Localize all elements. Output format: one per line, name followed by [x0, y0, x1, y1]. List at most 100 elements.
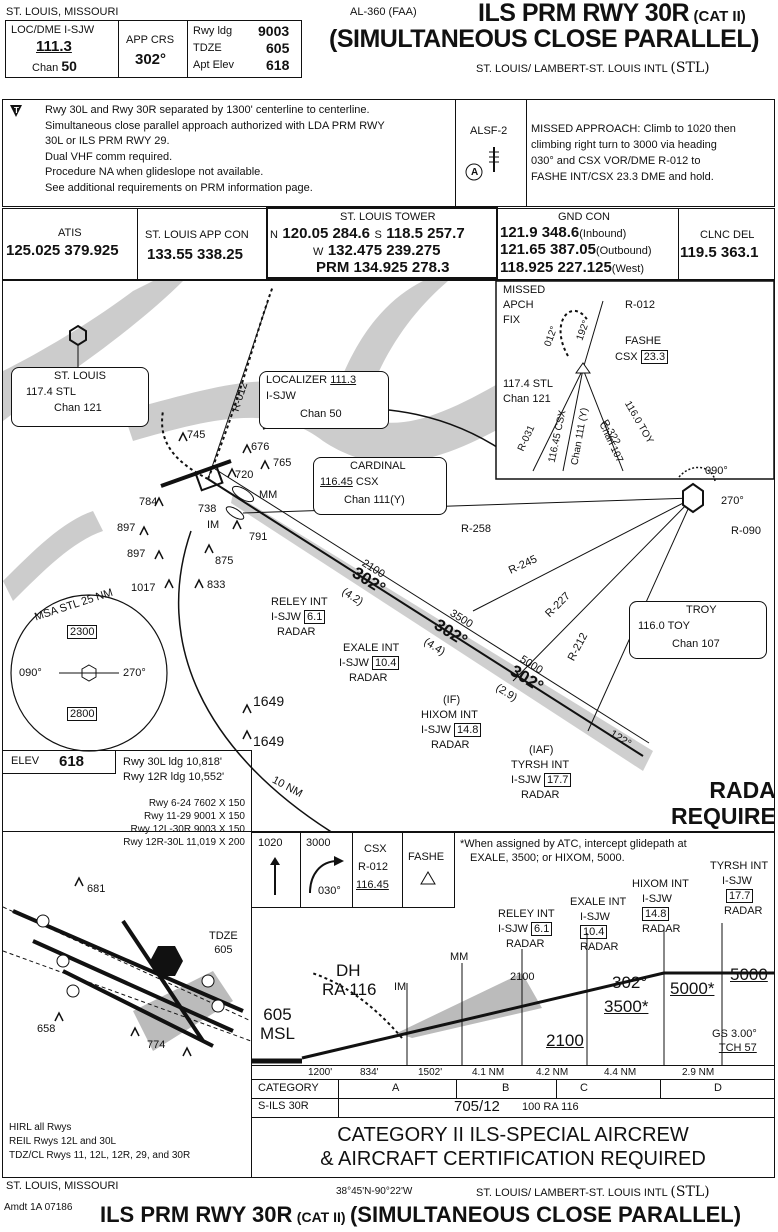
ma-icon-csx: CSX R-012 116.45 [352, 833, 403, 908]
obstacle: 875 [215, 555, 234, 567]
tdze-label: TDZE [193, 42, 222, 54]
profile-alt-2100: 2100 [510, 971, 535, 983]
obstacle: 897 [117, 522, 136, 534]
stl-name: ST. LOUIS [54, 370, 106, 382]
ma-line: FASHE INT/CSX 23.3 DME and hold. [531, 171, 714, 183]
localizer-box: LOCALIZER 111.3 I-SJW Chan 50 [259, 371, 389, 429]
troy-chan: Chan 107 [672, 638, 720, 650]
atis-cell: ATIS 125.025 379.925 [3, 209, 138, 279]
loc-chan: Chan 50 [32, 58, 77, 74]
tower-w-freq: 132.475 239.275 [327, 242, 441, 259]
mm-marker: MM [259, 489, 278, 501]
loc-box-chan: Chan 50 [300, 408, 342, 420]
stl-freq: 117.4 STL [26, 386, 76, 398]
note-line: 30L or ILS PRM RWY 29. [45, 135, 170, 147]
note-line: Rwy 30L and Rwy 30R separated by 1300' c… [45, 104, 370, 116]
tdze-value: 605 [266, 40, 290, 56]
profile-alt-5000a: 5000* [670, 979, 715, 998]
loc-box-id: I-SJW [266, 390, 296, 402]
app-con-freq: 133.55 338.25 [147, 246, 243, 263]
msa-2300: 2300 [67, 625, 98, 639]
obstacle: 765 [273, 457, 292, 469]
ma-line: climbing right turn to 3000 via heading [531, 139, 717, 151]
profile-reley: RELEY INT I-SJW 6.1 RADAR [498, 908, 555, 950]
header-location: ST. LOUIS, MISSOURI [6, 6, 119, 18]
im-marker: IM [207, 519, 220, 531]
approach-lights-icon [465, 147, 499, 181]
profile-gs: GS 3.00° TCH 57 [712, 1028, 757, 1054]
radial-r090: R-090 [731, 525, 761, 537]
atis-freq: 125.025 379.925 [6, 242, 119, 259]
cat-b: B [502, 1082, 510, 1094]
profile-mm: MM [450, 951, 469, 963]
profile-alt-3500: 3500* [604, 997, 649, 1016]
msa-090: 090° [19, 667, 42, 679]
arrow-up-icon [270, 857, 280, 895]
inset-r012: R-012 [625, 299, 655, 311]
tyrsh-fix: (IAF) TYRSH INT I-SJW 17.7 RADAR [511, 743, 572, 803]
radial-r258: R-258 [461, 523, 491, 535]
cardinal-name: CARDINAL [350, 460, 406, 472]
airport-name: LAMBERT-ST. LOUIS INTL [534, 63, 668, 75]
msa-2800: 2800 [67, 707, 98, 721]
profile-302: 302° [612, 973, 648, 992]
app-crs-box: APP CRS 302° [118, 20, 188, 78]
profile-tdz: 605 MSL [260, 1005, 295, 1043]
ma-icon-fashe: FASHE [402, 833, 455, 908]
obstacle: 833 [207, 579, 226, 591]
apt-elev-label: Apt Elev [193, 59, 234, 71]
obstacle: 897 [127, 548, 146, 560]
footer-coords: 38°45'N-90°22'W [336, 1186, 413, 1197]
header-airport: ST. LOUIS/ LAMBERT-ST. LOUIS INTL (STL) [476, 60, 710, 76]
clnc-freq: 119.5 363.1 [680, 244, 759, 261]
profile-tyrsh: TYRSH INT I-SJW 17.7 RADAR [710, 860, 769, 917]
clnc-label: CLNC DEL [700, 229, 755, 241]
tower-ns: N 120.05 284.6 S 118.5 257.7 [270, 225, 465, 242]
app-crs-label: APP CRS [126, 34, 175, 46]
app-con-cell: ST. LOUIS APP CON 133.55 338.25 [137, 209, 265, 279]
note-line: Simultaneous close parallel approach aut… [45, 119, 385, 132]
gnd-cell: GND CON 121.9 348.6(Inbound) 121.65 387.… [498, 209, 679, 279]
obstacle: 745 [187, 429, 206, 441]
app-crs-value: 302° [135, 51, 167, 68]
ma-icon-1020: 1020 [252, 833, 301, 908]
exale-fix: EXALE INT I-SJW 10.4 RADAR [339, 642, 400, 684]
note-line: Procedure NA when glideslope not availab… [45, 166, 264, 178]
ma-line: MISSED APPROACH: Climb to 1020 then [531, 123, 736, 135]
obstacle: 791 [249, 531, 268, 543]
cat-d: D [714, 1082, 722, 1094]
title-cat: (CAT II) [693, 8, 746, 25]
deg-270: 270° [721, 495, 744, 507]
tower-s-freq: 118.5 257.7 [386, 225, 465, 242]
inset-missed-apch-fix: MISSED APCH FIX [503, 284, 546, 326]
apt-obstacle: 658 [37, 1023, 56, 1035]
ldg-distances: Rwy 30L ldg 10,818' Rwy 12R ldg 10,552' [123, 756, 225, 783]
rwy-ldg-value: 9003 [258, 23, 290, 39]
obstacle: 1649 [253, 693, 285, 709]
procedure-id: AL-360 (FAA) [350, 6, 417, 18]
cat2-notice: CATEGORY II ILS-SPECIAL AIRCREW & AIRCRA… [320, 1124, 706, 1170]
alsf-symbol: A [471, 167, 479, 178]
minima-row: S-ILS 30R 705/12 100 RA 116 [252, 1097, 774, 1118]
loc-info-box: LOC/DME I-SJW 111.3 Chan 50 [5, 20, 119, 78]
note-line: Dual VHF comm required. [45, 150, 173, 163]
airport-diagram: ELEV 618 Rwy 30L ldg 10,818' Rwy 12R ldg… [2, 750, 252, 1178]
tower-n-freq: 120.05 284.6 [282, 225, 370, 242]
airport-code: (STL) [670, 60, 710, 76]
gnd-line1: 121.9 348.6(Inbound) [500, 224, 627, 241]
app-con-label: ST. LOUIS APP CON [145, 229, 249, 241]
clnc-cell: CLNC DEL 119.5 363.1 [678, 209, 774, 279]
note-line: See additional requirements on PRM infor… [45, 181, 313, 194]
inset-fashe: FASHE [625, 335, 662, 347]
title-line1: ILS PRM RWY 30R [478, 0, 690, 27]
obstacle: 1017 [131, 582, 156, 594]
alsf-label: ALSF-2 [470, 125, 508, 137]
comms-strip: ATIS 125.025 379.925 ST. LOUIS APP CON 1… [2, 207, 775, 280]
radar-required: RADAR REQUIRED [671, 777, 775, 829]
profile-exale: EXALE INT I-SJW 10.4 RADAR [570, 896, 627, 953]
hixom-fix: (IF) HIXOM INT I-SJW 14.8 RADAR [421, 693, 482, 753]
inset-stl: 117.4 STL Chan 121 [503, 378, 553, 405]
tower-prm-freq: PRM 134.925 278.3 [316, 259, 450, 276]
stl-chan: Chan 121 [54, 402, 102, 414]
obstacle: 784 [139, 496, 158, 508]
